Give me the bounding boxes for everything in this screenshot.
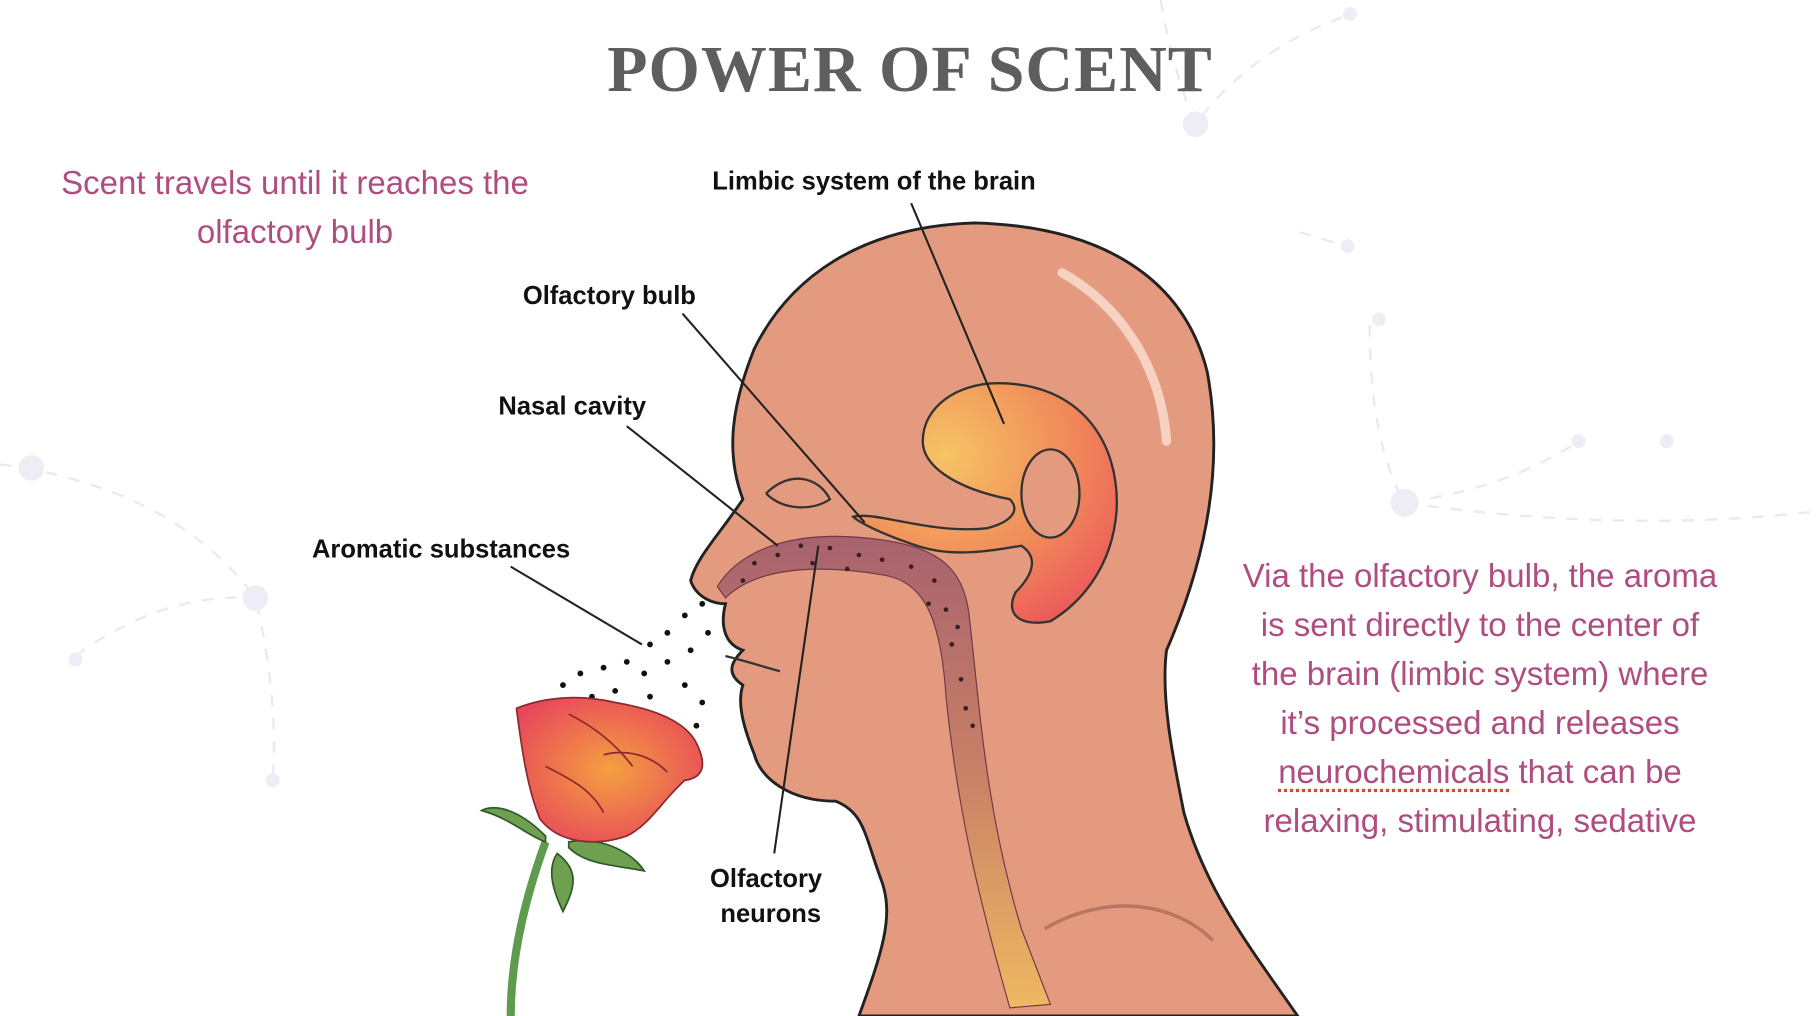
right-caption-line: it’s processed and releases	[1280, 704, 1680, 741]
right-caption-line: neurochemicals that can be	[1220, 747, 1740, 796]
nasal-cavity	[716, 535, 1052, 1009]
background-dots-decoration	[18, 6, 1674, 788]
label-leader-lines	[510, 202, 1005, 854]
label-olfactory-neurons-line2: neurons	[720, 900, 821, 928]
rose-petal-lines	[545, 713, 669, 814]
brain-inner-fold	[1020, 448, 1081, 539]
eye	[765, 477, 832, 509]
right-caption-line: the brain (limbic system) where	[1251, 655, 1709, 692]
right-caption-line: Via the olfactory bulb, the aroma	[1242, 557, 1718, 594]
left-caption: Scent travels until it reaches the olfac…	[40, 158, 550, 256]
limbic-system	[850, 382, 1118, 624]
page-title: POWER OF SCENT	[607, 33, 1213, 106]
shoulder	[1043, 904, 1215, 942]
rose-flower	[515, 696, 704, 843]
rose-stem	[506, 840, 550, 1016]
label-aromatic-substances: Aromatic substances	[312, 535, 570, 563]
head-silhouette	[689, 221, 1300, 1016]
right-caption: Via the olfactory bulb, the aroma is sen…	[1220, 551, 1740, 845]
scent-particles-in-cavity	[740, 543, 975, 729]
left-caption-line: Scent travels until it reaches the	[61, 164, 529, 201]
label-olfactory-neurons-line1: Olfactory	[710, 865, 823, 893]
left-caption-line: olfactory bulb	[196, 213, 394, 250]
lips	[725, 654, 781, 673]
right-caption-text: that can be	[1509, 753, 1682, 790]
right-caption-line: is sent directly to the center of	[1260, 606, 1700, 643]
spellcheck-underlined-word: neurochemicals	[1278, 753, 1510, 790]
head-highlight	[1057, 268, 1172, 446]
label-nasal-cavity: Nasal cavity	[498, 393, 646, 421]
right-caption-line: relaxing, stimulating, sedative	[1263, 802, 1697, 839]
rose-leaves	[479, 806, 647, 914]
label-limbic-system: Limbic system of the brain	[712, 167, 1035, 195]
label-olfactory-bulb: Olfactory bulb	[523, 282, 696, 310]
